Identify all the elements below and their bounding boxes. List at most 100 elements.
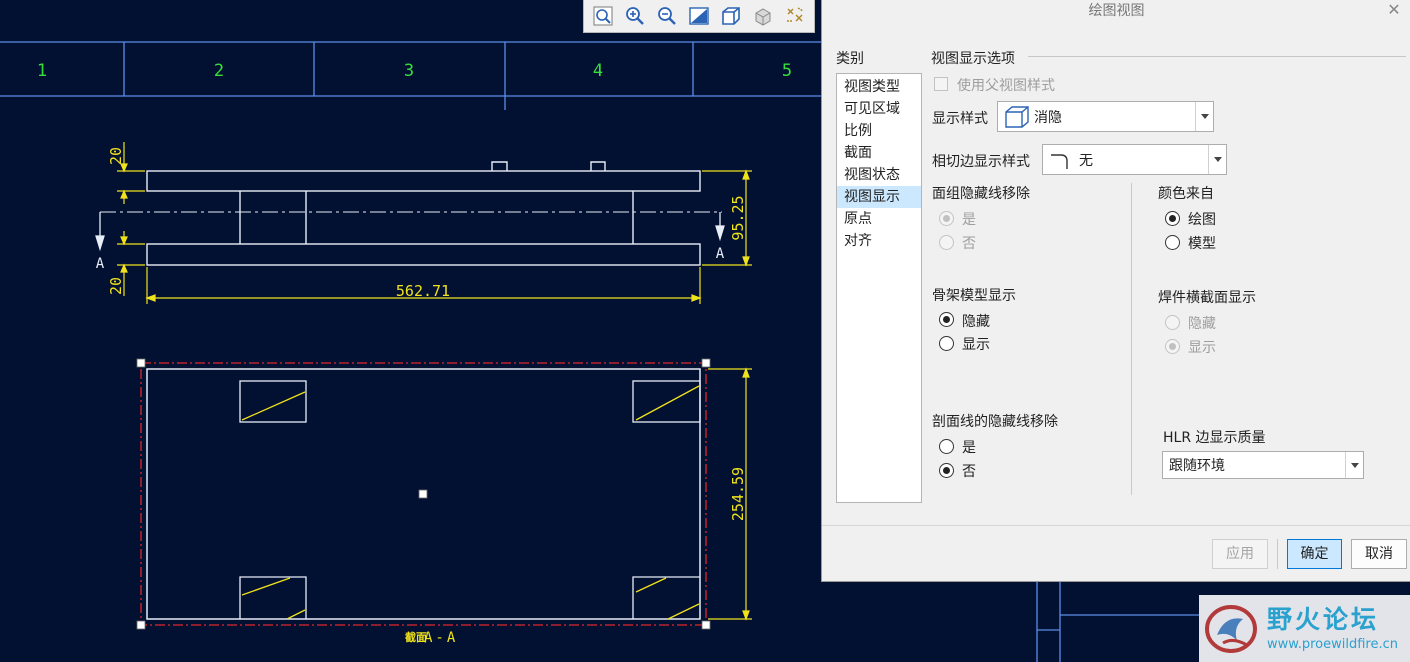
zoom-in-icon[interactable]	[621, 3, 649, 29]
quilt-yes-radio[interactable]	[939, 211, 954, 226]
category-item[interactable]: 原点	[844, 211, 872, 227]
xhatch-no-radio[interactable]	[939, 463, 954, 478]
hatch-line	[635, 577, 667, 593]
hlr-quality-dropdown[interactable]: 跟随环境	[1162, 451, 1364, 479]
resize-handle[interactable]	[136, 620, 146, 630]
chevron-down-icon[interactable]	[1208, 145, 1226, 174]
hatch-line	[241, 577, 291, 596]
button-separator	[1277, 539, 1278, 569]
section-cutout	[239, 380, 307, 423]
display-style-dropdown[interactable]: 消隐	[997, 101, 1214, 132]
repaint-icon[interactable]	[685, 3, 713, 29]
xhatch-no-label: 否	[962, 464, 976, 480]
zone-label: 5	[782, 61, 792, 81]
xhatch-hlr-label: 剖面线的隐藏线移除	[932, 414, 1058, 430]
section-cutout	[632, 576, 700, 619]
zone-label: 2	[214, 61, 224, 81]
hlr-quality-value: 跟随环境	[1169, 458, 1225, 474]
skeleton-display-label: 骨架模型显示	[932, 288, 1016, 304]
skeleton-show-radio[interactable]	[939, 336, 954, 351]
chevron-down-icon[interactable]	[1195, 102, 1213, 131]
weld-show-radio[interactable]	[1165, 339, 1180, 354]
color-drawing-label: 绘图	[1188, 212, 1216, 228]
top-plate	[146, 170, 701, 192]
ok-button[interactable]: 确定	[1287, 539, 1342, 569]
zoom-out-icon[interactable]	[653, 3, 681, 29]
quilt-no-label: 否	[962, 236, 976, 252]
category-item[interactable]: 视图类型	[844, 79, 900, 95]
xhatch-yes-radio[interactable]	[939, 439, 954, 454]
watermark-url: www.proewildfire.cn	[1267, 637, 1398, 652]
tangent-none-icon	[1051, 153, 1068, 169]
section-label-right: A	[716, 246, 725, 262]
column-divider	[1131, 183, 1132, 495]
category-item[interactable]: 对齐	[844, 233, 872, 249]
front-view[interactable]	[100, 161, 722, 266]
watermark-title: 野火论坛	[1267, 605, 1380, 634]
category-label: 类别	[836, 51, 864, 67]
section-cutout	[632, 380, 701, 423]
dimension-text[interactable]: 95.25	[729, 195, 747, 240]
group-divider	[1028, 56, 1406, 57]
quilt-yes-label: 是	[962, 212, 976, 228]
resize-handle[interactable]	[136, 358, 146, 368]
zone-label: 4	[593, 61, 603, 81]
dimension-text[interactable]: 254.59	[729, 467, 747, 521]
xhatch-yes-label: 是	[962, 440, 976, 456]
lug	[590, 161, 606, 171]
zone-label: 1	[37, 61, 47, 81]
footer-divider	[822, 525, 1410, 526]
section-arrow-left	[95, 235, 105, 252]
quilt-no-radio[interactable]	[939, 235, 954, 250]
cancel-button[interactable]: 取消	[1351, 539, 1407, 569]
section-cutout	[239, 576, 307, 619]
chevron-down-icon[interactable]	[1345, 452, 1363, 478]
use-parent-style-checkbox[interactable]	[934, 77, 948, 91]
skeleton-hide-label: 隐藏	[962, 314, 990, 330]
zone-label: 3	[404, 61, 414, 81]
dimension-text[interactable]: 20	[107, 277, 125, 295]
lug	[491, 161, 508, 171]
use-parent-style-label: 使用父视图样式	[957, 78, 1055, 94]
display-style-label: 显示样式	[932, 111, 988, 127]
section-label-left: A	[96, 256, 105, 272]
hatch-line	[241, 391, 306, 421]
section-view[interactable]: 截面 A-A	[136, 358, 711, 646]
category-item[interactable]: 截面	[844, 145, 872, 161]
weld-show-label: 显示	[1188, 340, 1216, 356]
zoom-to-fit-icon[interactable]	[589, 3, 617, 29]
color-from-label: 颜色来自	[1158, 186, 1214, 202]
tangent-edge-dropdown[interactable]: 无	[1042, 144, 1227, 175]
datum-display-filters-icon[interactable]	[781, 3, 809, 29]
dimension-text[interactable]: 562.71	[396, 282, 450, 300]
section-outline	[146, 368, 701, 620]
dialog-title: 绘图视图	[1088, 3, 1145, 19]
view-toolbar	[583, 0, 815, 33]
view-display-options-title: 视图显示选项	[931, 51, 1015, 67]
dimension-text[interactable]: 20	[107, 147, 125, 165]
section-caption-name: A-A	[424, 630, 458, 646]
apply-button[interactable]: 应用	[1212, 539, 1268, 569]
category-item[interactable]: 视图状态	[844, 167, 900, 183]
color-drawing-radio[interactable]	[1165, 211, 1180, 226]
close-icon[interactable]: ✕	[1387, 0, 1401, 19]
weld-hide-radio[interactable]	[1165, 315, 1180, 330]
category-item-selected[interactable]: 视图显示	[837, 186, 921, 208]
resize-handle[interactable]	[701, 358, 711, 368]
quilt-hlr-label: 面组隐藏线移除	[932, 186, 1030, 202]
section-arrow-right	[715, 225, 725, 242]
skeleton-show-label: 显示	[962, 337, 990, 353]
tangent-edge-label: 相切边显示样式	[932, 154, 1030, 170]
category-item[interactable]: 可见区域	[844, 101, 900, 117]
saved-orientations-icon[interactable]	[749, 3, 777, 29]
resize-handle[interactable]	[701, 620, 711, 630]
move-handle[interactable]	[418, 489, 428, 499]
display-style-icon[interactable]	[717, 3, 745, 29]
color-model-radio[interactable]	[1165, 235, 1180, 250]
skeleton-hide-radio[interactable]	[939, 312, 954, 327]
hidden-line-icon	[1005, 105, 1029, 128]
category-item[interactable]: 比例	[844, 123, 872, 139]
watermark: 野火论坛 www.proewildfire.cn	[1199, 595, 1410, 662]
